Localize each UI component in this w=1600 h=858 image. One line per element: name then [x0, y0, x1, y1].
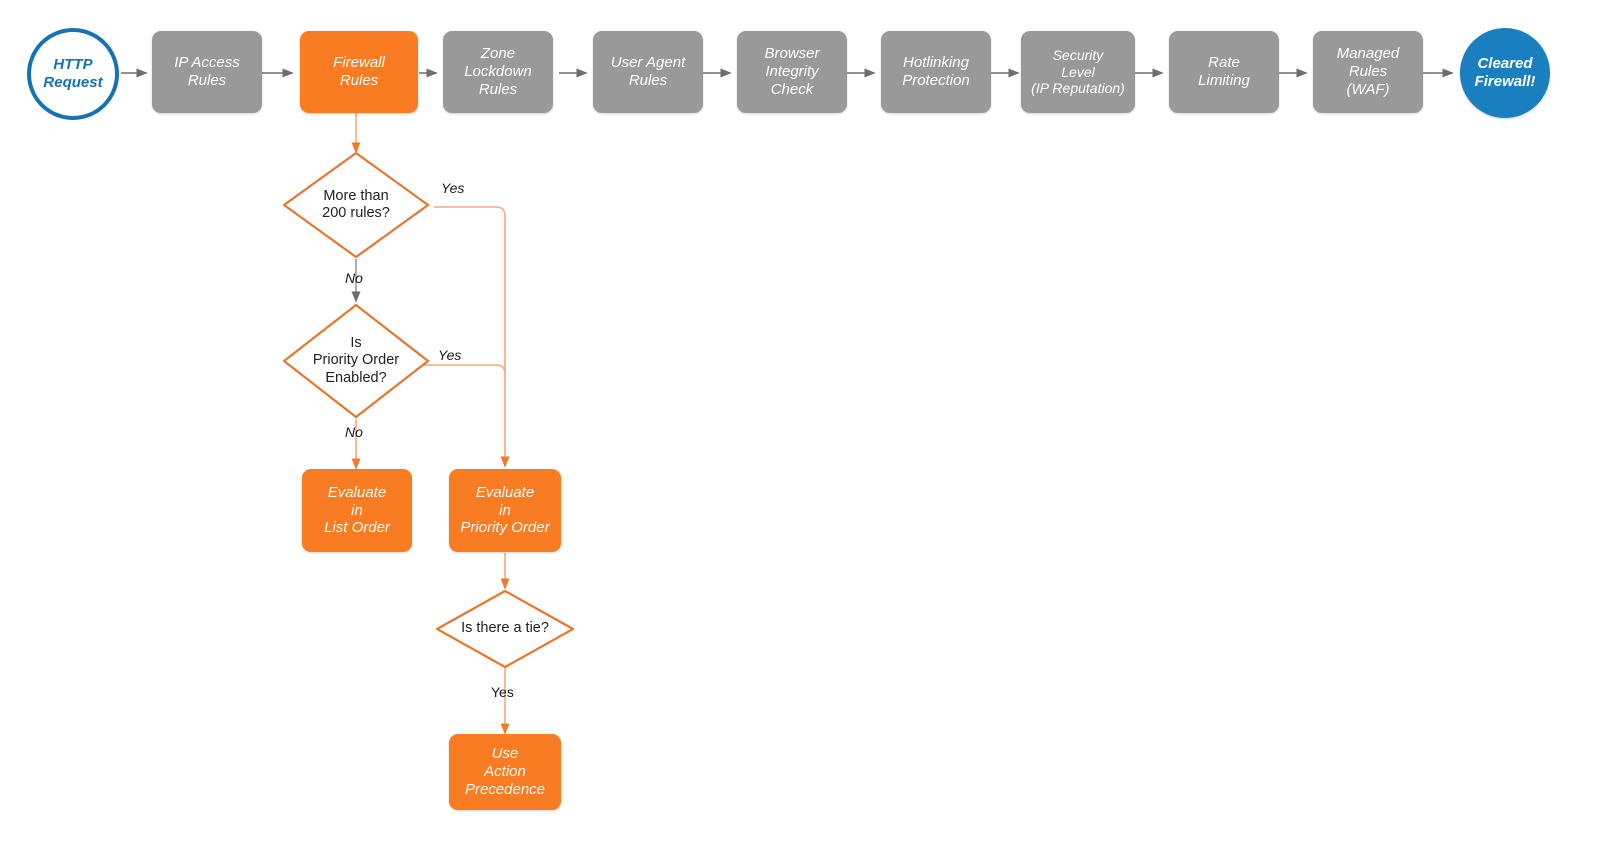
node-ip-access-rules[interactable]: IP Access Rules — [152, 31, 262, 113]
node-decision-priority-order-enabled[interactable]: Is Priority Order Enabled? — [282, 303, 430, 419]
node-security-level[interactable]: Security Level (IP Reputation) — [1021, 31, 1135, 113]
node-managed-rules-waf[interactable]: Managed Rules (WAF) — [1313, 31, 1423, 113]
diamond-shape — [282, 303, 430, 419]
diamond-shape — [282, 151, 430, 259]
edge-label-tie-yes: Yes — [491, 684, 514, 700]
decision-label: Is there a tie? — [461, 620, 549, 637]
node-firewall-rules[interactable]: Firewall Rules — [300, 31, 418, 113]
edge-label-more-than-200-no: No — [345, 270, 363, 286]
edge-decision1-yes-to-priority — [434, 206, 510, 468]
node-cleared-firewall[interactable]: Cleared Firewall! — [1460, 28, 1550, 118]
node-browser-integrity-check[interactable]: Browser Integrity Check — [737, 31, 847, 113]
node-decision-more-than-200-rules[interactable]: More than 200 rules? — [282, 151, 430, 259]
node-decision-is-there-a-tie[interactable]: Is there a tie? — [435, 589, 575, 669]
node-zone-lockdown-rules[interactable]: Zone Lockdown Rules — [443, 31, 553, 113]
node-http-request[interactable]: HTTP Request — [27, 28, 119, 120]
edge-label-priority-order-yes: Yes — [438, 347, 462, 363]
node-evaluate-priority-order[interactable]: Evaluate in Priority Order — [449, 469, 561, 552]
node-hotlinking-protection[interactable]: Hotlinking Protection — [881, 31, 991, 113]
edge-label-priority-order-no: No — [345, 424, 363, 440]
node-use-action-precedence[interactable]: Use Action Precedence — [449, 734, 561, 810]
node-rate-limiting[interactable]: Rate Limiting — [1169, 31, 1279, 113]
node-user-agent-rules[interactable]: User Agent Rules — [593, 31, 703, 113]
decision-label: More than 200 rules? — [322, 187, 390, 221]
node-evaluate-list-order[interactable]: Evaluate in List Order — [302, 469, 412, 552]
edge-decision2-yes-to-priority — [418, 364, 506, 375]
diamond-shape — [435, 589, 575, 669]
edge-label-more-than-200-yes: Yes — [441, 180, 465, 196]
decision-label: Is Priority Order Enabled? — [312, 334, 400, 386]
